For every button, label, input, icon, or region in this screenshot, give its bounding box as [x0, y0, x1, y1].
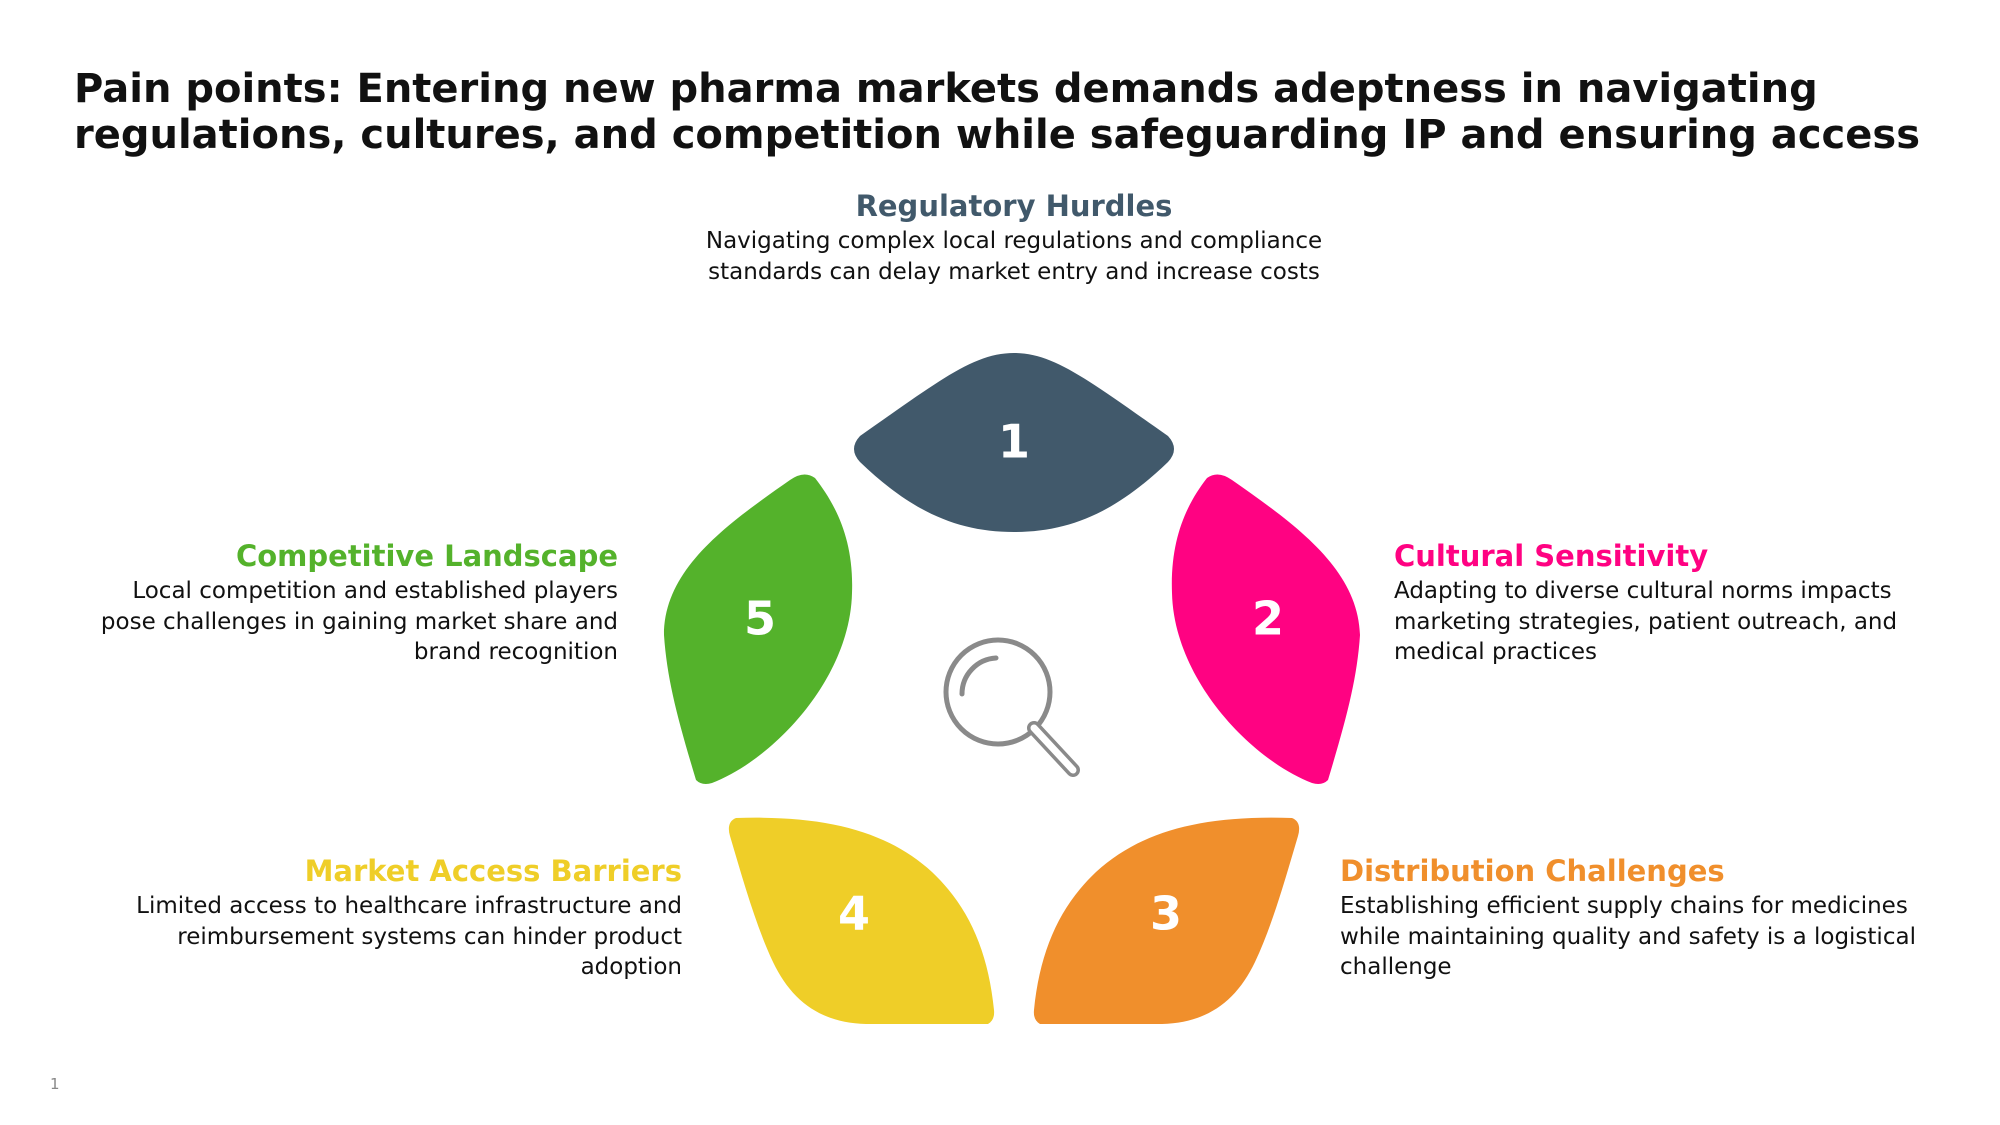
magnifier-icon: [943, 637, 1080, 777]
petal-5-number: 5: [744, 592, 776, 646]
item-3-heading: Distribution Challenges: [1340, 854, 1725, 888]
item-1-description: Navigating complex local regulations and…: [705, 228, 1323, 285]
item-2-heading: Cultural Sensitivity: [1394, 539, 1709, 573]
petal-3-shape: [1033, 817, 1300, 1024]
petal-5: 5: [664, 474, 853, 784]
petal-2-shape: [1171, 474, 1360, 784]
item-2-text: Cultural Sensitivity Adapting to diverse…: [1394, 538, 1934, 668]
item-2-description: Adapting to diverse cultural norms impac…: [1394, 578, 1898, 665]
page-title: Pain points: Entering new pharma markets…: [74, 66, 1920, 158]
slide-number: 1: [50, 1075, 60, 1093]
item-3-description: Establishing efficient supply chains for…: [1340, 893, 1916, 980]
item-5-heading: Competitive Landscape: [235, 539, 618, 573]
item-1-heading: Regulatory Hurdles: [855, 189, 1173, 223]
petal-1: 1: [854, 353, 1174, 532]
petal-4-number: 4: [838, 887, 870, 941]
petal-3: 3: [1033, 817, 1300, 1024]
item-5-description: Local competition and established player…: [100, 578, 618, 665]
petal-1-number: 1: [998, 415, 1030, 469]
item-1-text: Regulatory Hurdles Navigating complex lo…: [700, 188, 1328, 287]
item-4-text: Market Access Barriers Limited access to…: [128, 853, 682, 983]
petal-1-shape: [854, 353, 1174, 532]
item-3-text: Distribution Challenges Establishing eff…: [1340, 853, 1940, 983]
item-4-heading: Market Access Barriers: [304, 854, 682, 888]
item-4-description: Limited access to healthcare infrastruct…: [136, 893, 682, 980]
petal-2-number: 2: [1252, 592, 1284, 646]
petal-2: 2: [1171, 474, 1360, 784]
petal-5-shape: [664, 474, 853, 784]
petal-3-number: 3: [1150, 887, 1182, 941]
item-5-text: Competitive Landscape Local competition …: [80, 538, 618, 668]
petal-4-shape: [728, 817, 995, 1024]
petal-4: 4: [728, 817, 995, 1024]
